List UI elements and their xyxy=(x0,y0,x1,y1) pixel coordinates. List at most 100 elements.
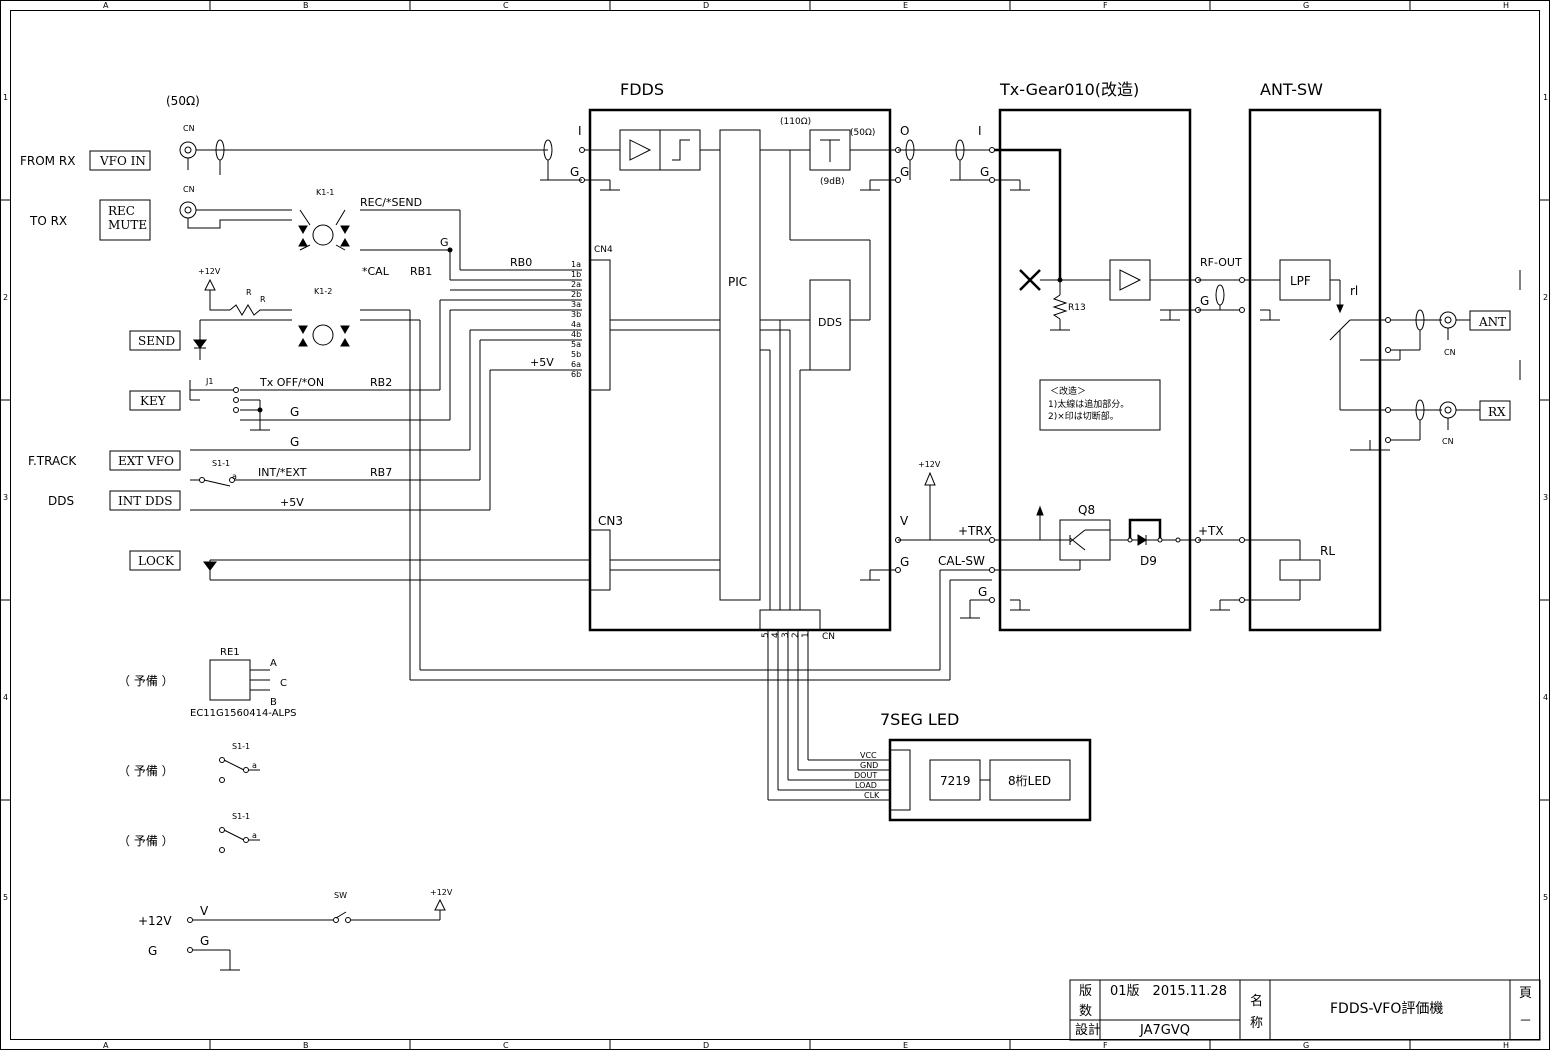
cn4-pin: 5a xyxy=(571,340,581,349)
cn4-pin: 3b xyxy=(571,310,581,319)
version-label: 数 xyxy=(1079,1004,1092,1019)
fdds-block xyxy=(579,108,901,632)
rl-label: RL xyxy=(1320,544,1335,558)
vfo-in-label: VFO IN xyxy=(99,154,146,168)
col-label: B xyxy=(303,1,309,10)
col-label: C xyxy=(503,1,509,10)
load-label: LOAD xyxy=(855,781,877,790)
txgear-label-g: G xyxy=(978,585,987,599)
designer-label: 設計 xyxy=(1075,1022,1101,1038)
cn4-pin: 5b xyxy=(571,350,581,359)
gnd-label: GND xyxy=(860,761,878,770)
plus12v-label: +12V xyxy=(198,267,221,276)
cn4-pin: 1a xyxy=(571,260,581,269)
cn-pin: 5 xyxy=(761,632,771,638)
g-label: G xyxy=(440,236,449,249)
sw-label: SW xyxy=(334,891,347,900)
col-label: E xyxy=(903,1,908,10)
dout-label: DOUT xyxy=(854,771,877,780)
cn-label: CN xyxy=(183,185,195,194)
a-label: a xyxy=(252,761,257,770)
g-label: G xyxy=(290,435,299,449)
col-label: G xyxy=(1303,1041,1309,1050)
pin-a-label: A xyxy=(270,658,277,669)
plus5v-label: +5V xyxy=(280,496,304,509)
cn-label: CN xyxy=(822,632,835,642)
col-label: F xyxy=(1103,1041,1108,1050)
rx-label: RX xyxy=(1488,405,1506,419)
a-label: a xyxy=(252,831,257,840)
plus12v-input-label: +12V xyxy=(138,914,172,928)
cn-label: CN xyxy=(183,124,195,133)
pin-c-label: C xyxy=(280,678,287,689)
row-label: 4 xyxy=(3,693,8,702)
name-label: 名 xyxy=(1250,993,1263,1009)
col-label: E xyxy=(903,1041,908,1050)
row-label: 1 xyxy=(1543,93,1548,102)
cn4-pin: 6a xyxy=(571,360,581,369)
cn4-pin: 4b xyxy=(571,330,581,339)
lock-label: LOCK xyxy=(138,554,175,568)
version-value: 01版 2015.11.28 xyxy=(1110,984,1227,999)
pin-b-label: B xyxy=(270,697,277,708)
page-value: － xyxy=(1519,1014,1532,1029)
send-label: SEND xyxy=(138,334,175,348)
block-title-antsw: ANT-SW xyxy=(1260,80,1323,99)
dds-chip-label: DDS xyxy=(818,316,842,329)
7seg-block xyxy=(767,630,1092,822)
rb7-label: RB7 xyxy=(370,466,392,479)
clk-label: CLK xyxy=(864,791,880,800)
int-dds-label: INT DDS xyxy=(118,494,173,508)
j1-label: J1 xyxy=(205,377,213,386)
title-block xyxy=(1069,979,1541,1041)
plus5v-label: +5V xyxy=(530,356,554,369)
spare-label: （ 予備 ） xyxy=(118,673,174,688)
txgear-label-i: I xyxy=(978,124,982,138)
plus-trx-label: +TRX xyxy=(958,524,992,538)
fdds-label-g: G xyxy=(900,555,909,569)
cn4-pin: 1b xyxy=(571,270,581,279)
cal-sw-label: CAL-SW xyxy=(938,554,985,568)
cn4-pin: 2a xyxy=(571,280,581,289)
row-label: 2 xyxy=(3,293,8,302)
k1-1-label: K1-1 xyxy=(316,188,334,197)
note-title: ＜改造＞ xyxy=(1050,385,1086,397)
ftrack-label: F.TRACK xyxy=(28,454,77,468)
col-label: H xyxy=(1503,1,1509,10)
rb2-label: RB2 xyxy=(370,376,392,389)
cn4-pin: 6b xyxy=(571,370,581,379)
cn-label: CN xyxy=(1444,348,1456,357)
row-label: 4 xyxy=(1543,693,1548,702)
name-label: 称 xyxy=(1250,1016,1263,1031)
row-label: 3 xyxy=(3,493,8,502)
cn4-pin: 2b xyxy=(571,290,581,299)
designer-value: JA7GVQ xyxy=(1139,1023,1190,1038)
fdds-label-i: I xyxy=(578,124,582,138)
row-label: 1 xyxy=(3,93,8,102)
txgear-block xyxy=(898,108,1201,632)
g-input-label: G xyxy=(148,944,157,958)
from-rx-label: FROM RX xyxy=(20,154,75,168)
block-title-7seg: 7SEG LED xyxy=(880,710,959,729)
g-label: G xyxy=(200,934,209,948)
cn-pin: 1 xyxy=(801,632,811,638)
col-label: C xyxy=(503,1041,509,1050)
g-label: G xyxy=(290,405,299,419)
col-label: D xyxy=(703,1,709,10)
7219-label: 7219 xyxy=(940,774,971,788)
drawing-title: FDDS-VFO評価機 xyxy=(1330,1001,1443,1017)
plus-tx-label: +TX xyxy=(1198,524,1224,538)
fdds-label-g: G xyxy=(900,165,909,179)
row-label: 3 xyxy=(1543,493,1548,502)
8digit-led-label: 8桁LED xyxy=(1008,774,1051,788)
q8-label: Q8 xyxy=(1078,503,1095,517)
re1-part-label: EC11G1560414-ALPS xyxy=(190,708,297,719)
rec-mute-label: REC xyxy=(108,204,135,218)
cal-label: *CAL xyxy=(362,265,390,278)
page-label: 頁 xyxy=(1519,986,1532,1001)
left-panel-wiring xyxy=(89,139,992,971)
cn-pin: 4 xyxy=(771,632,781,638)
txgear-label-g: G xyxy=(1200,294,1209,308)
